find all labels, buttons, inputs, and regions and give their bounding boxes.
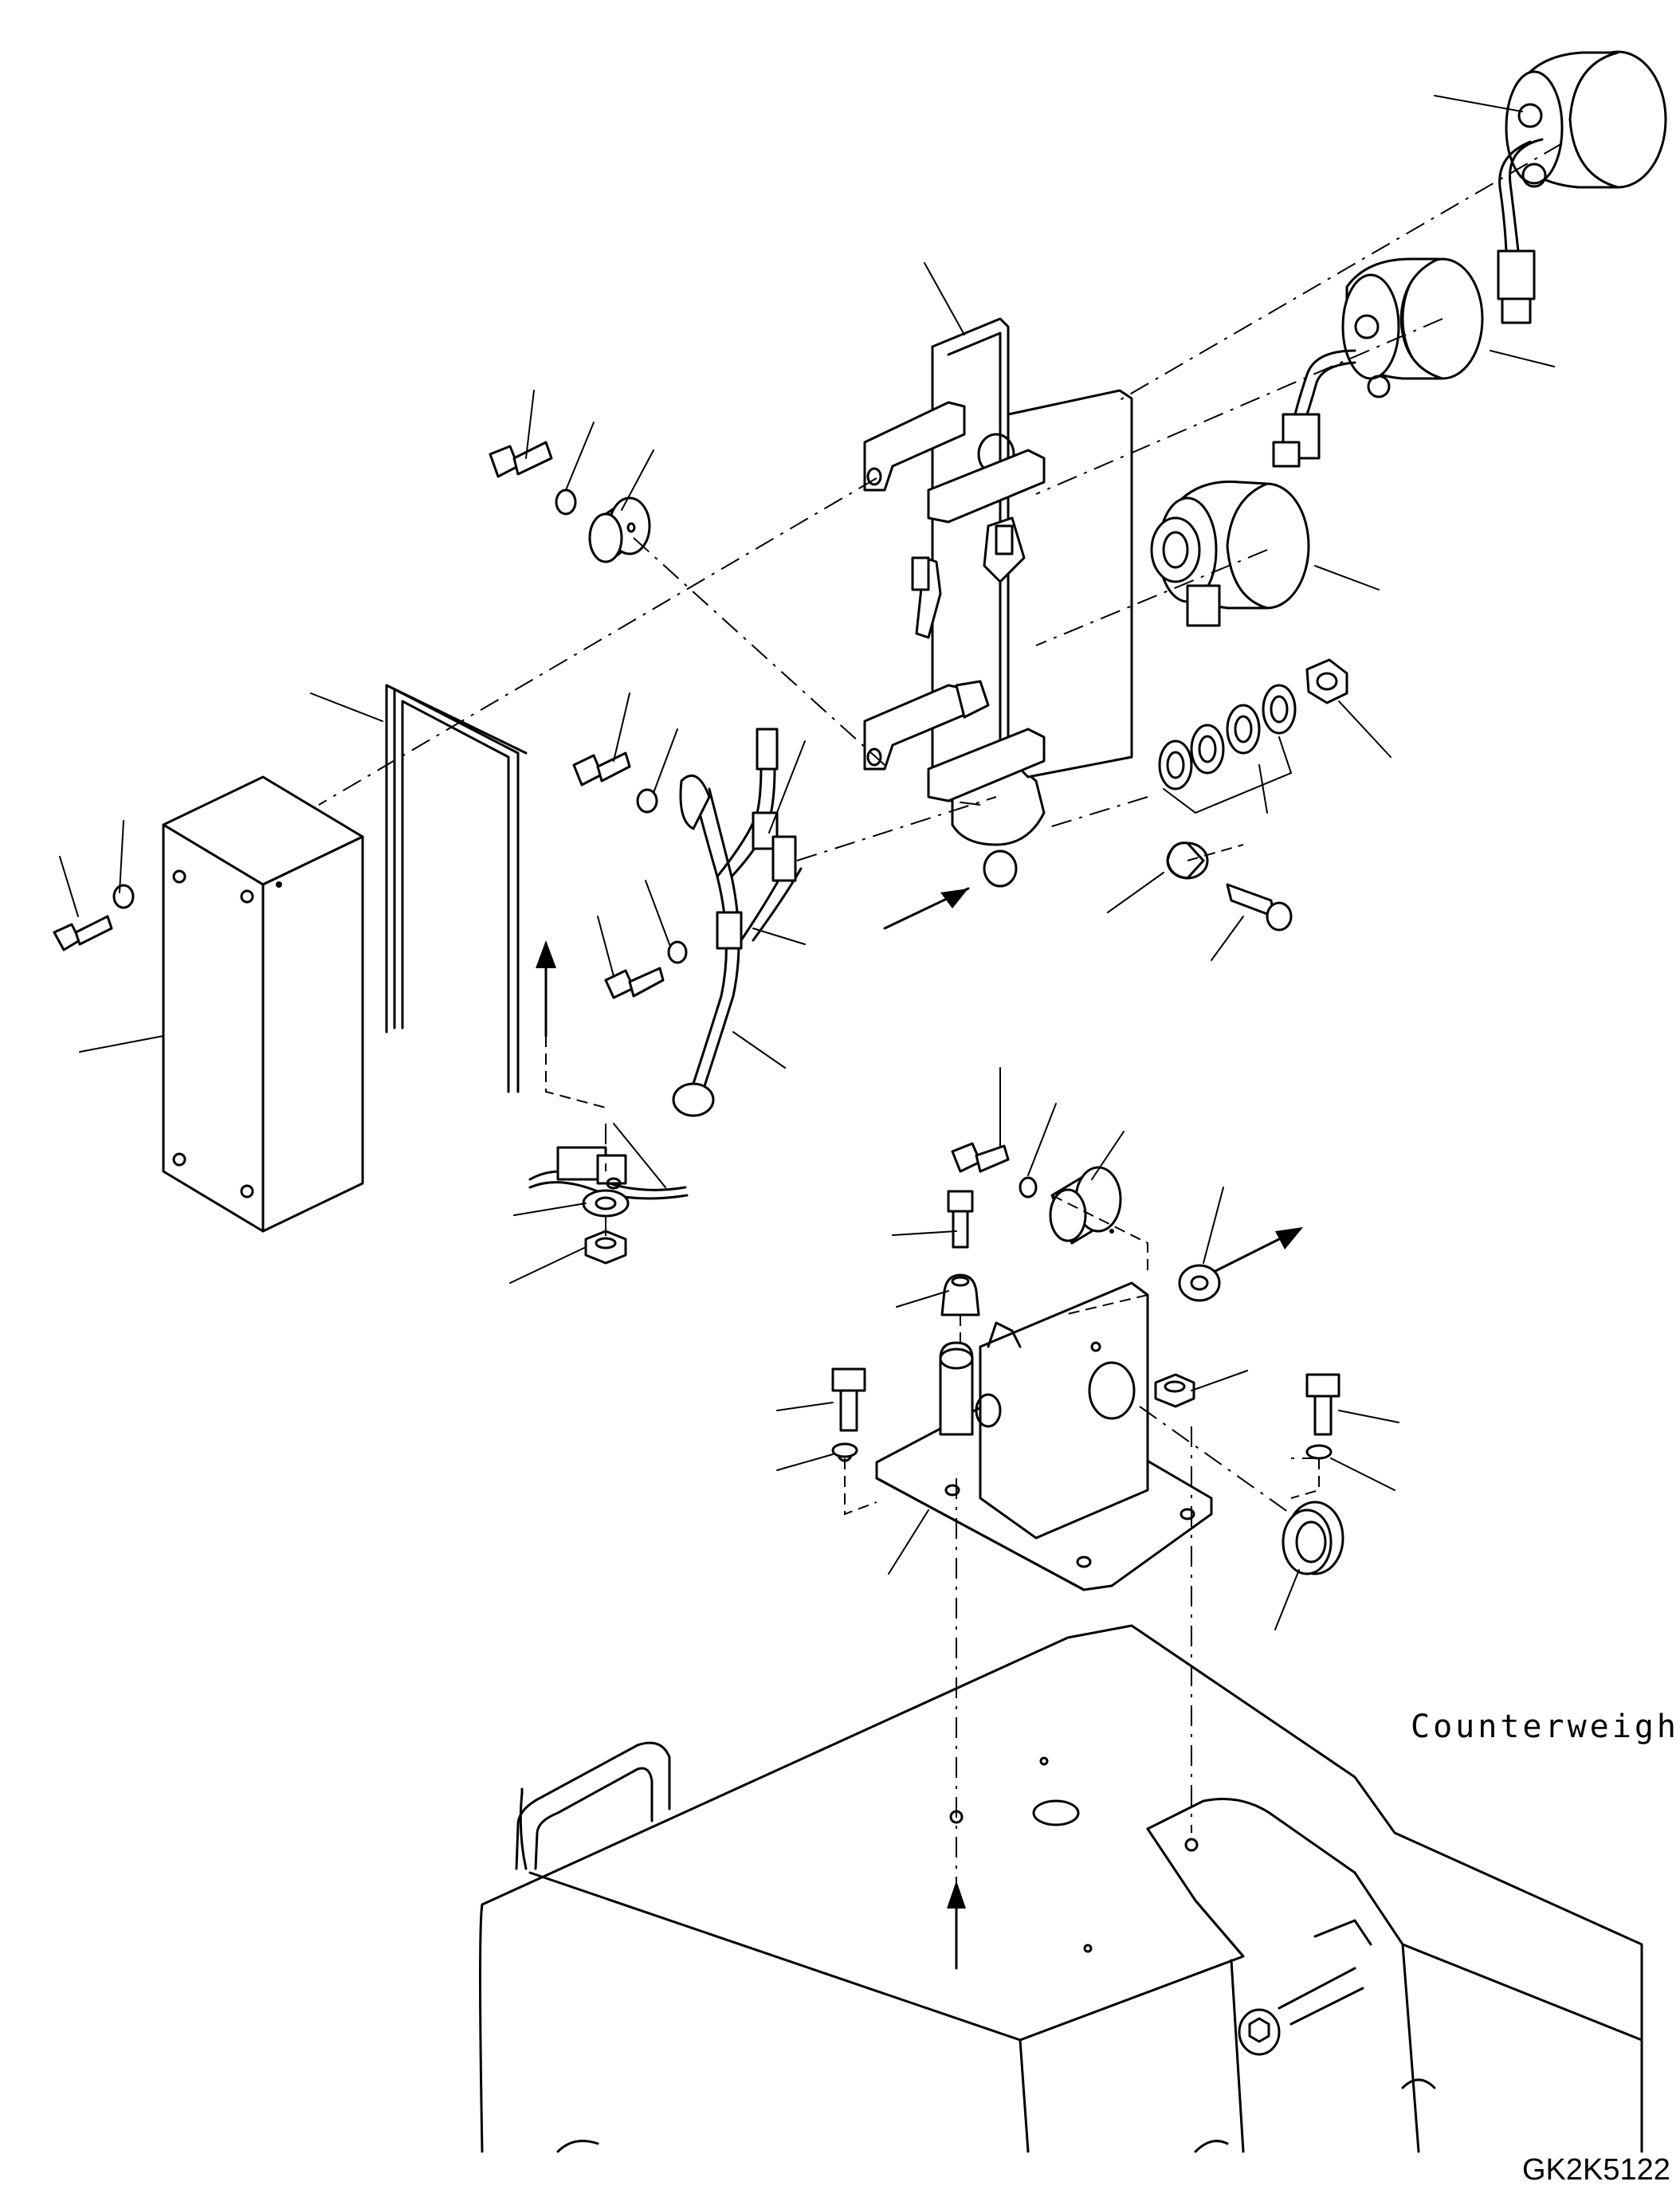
mount-upright — [939, 1281, 1149, 1540]
gauge-bracket — [863, 317, 1133, 888]
vertical-bolt-spacer — [940, 1190, 980, 1316]
harness-bolts — [572, 751, 688, 999]
leader-lines — [59, 95, 1555, 1630]
drawing-code-label: GK2K5122 — [1522, 2153, 1670, 2187]
bolt-washer-left — [53, 884, 135, 951]
gauge-middle — [1272, 257, 1484, 468]
lower-cushion-parts — [951, 1142, 1221, 1302]
counterweight-label: Counterweight — [1411, 1709, 1680, 1745]
cushion-bolt-lower — [1166, 842, 1293, 932]
bracket-terminals — [911, 524, 1014, 591]
u-strip — [385, 684, 528, 1093]
direction-arrows — [536, 887, 1303, 1970]
cushion-upper — [489, 441, 651, 563]
cover-box — [162, 775, 364, 1233]
gauge-top — [1497, 50, 1667, 324]
alignment-lines — [318, 143, 1563, 1905]
gauge-lower — [1150, 480, 1310, 627]
wire-harness — [528, 728, 803, 1200]
spacer-washers — [1158, 684, 1297, 814]
hex-nut-right — [1305, 658, 1348, 704]
grommet — [1282, 1501, 1344, 1575]
counterweight-body — [479, 1624, 1643, 2153]
hex-flange-nut — [1154, 1373, 1195, 1408]
